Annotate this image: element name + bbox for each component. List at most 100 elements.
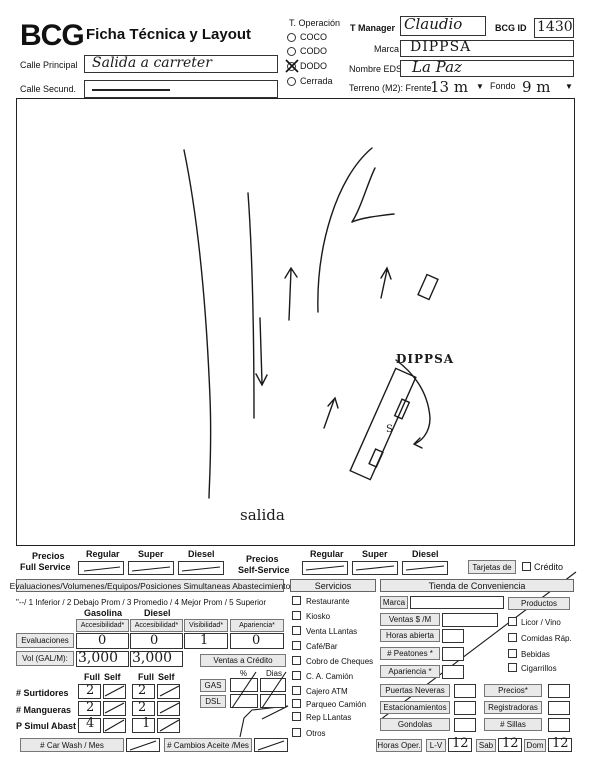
ventas-gas-pct-field[interactable] [230,678,258,692]
eval-apariencia-field[interactable] [230,633,284,649]
footer-strokes [129,740,285,751]
equipos-self-header-2: Self [158,672,175,682]
t-manager-field[interactable] [400,16,486,36]
eval-diesel-field[interactable] [130,633,183,649]
horas-abierta-field[interactable] [442,629,464,643]
radio-coco-label: COCO [300,32,327,42]
servicio-venta-llantas-checkbox[interactable] [292,626,301,635]
estacionamientos-label: Estacionamientos [380,701,450,714]
radio-codo[interactable] [287,47,296,56]
peatones-label: # Peatones * [380,647,440,660]
simul-gas-value: 4 [86,716,95,731]
licor-checkbox[interactable] [508,617,517,626]
peatones-field[interactable] [442,647,464,661]
bcg-id-field[interactable] [534,18,574,38]
ventas-dsl-dias-field[interactable] [260,694,286,708]
servicio-camion-label: C. A. Camión [306,672,354,681]
bebidas-checkbox[interactable] [508,649,517,658]
radio-coco[interactable] [287,33,296,42]
servicio-otros-checkbox[interactable] [292,728,301,737]
registradoras-field[interactable] [548,701,570,715]
cigarrillos-checkbox[interactable] [508,663,517,672]
layout-sketch-area[interactable] [16,98,575,546]
precios-tienda-field[interactable] [548,684,570,698]
surtidores-dsl-value: 2 [138,683,147,698]
sketch-salida-label: salida [240,506,285,524]
calle-secund-field[interactable] [84,80,278,98]
comidas-checkbox[interactable] [508,633,517,642]
full-super-field[interactable] [128,561,174,575]
station-canopy [349,367,417,481]
mangueras-gas-full[interactable] [78,701,101,716]
vol-diesel-field[interactable] [130,651,183,667]
marca-field[interactable] [400,40,574,57]
servicio-rep-llantas-label: Rep LLantas [306,713,352,722]
simul-dsl-full[interactable] [132,718,155,733]
page-title: Ficha Técnica y Layout [86,26,252,43]
sab-label: Sab [476,739,496,752]
simul-gas-full[interactable] [78,718,101,733]
servicio-parqueo-checkbox[interactable] [292,699,301,708]
calle-principal-field[interactable] [84,55,278,73]
servicio-kiosko-checkbox[interactable] [292,611,301,620]
radio-cerrada[interactable] [287,77,296,86]
dom-field[interactable] [548,738,572,752]
surtidores-gas-full[interactable] [78,684,101,699]
radio-dodo-label: DODO [300,61,327,71]
fondo-dropdown-icon[interactable]: ▼ [565,82,573,91]
mangueras-label: # Mangueras [16,705,72,715]
servicio-parqueo-label: Parqueo Camión [306,700,367,709]
frente-dropdown-icon[interactable]: ▼ [476,82,484,91]
terreno-frente-value[interactable]: 13 m [430,78,469,96]
servicio-cafe-checkbox[interactable] [292,641,301,650]
equipos-full-header-1: Full [84,672,100,682]
sab-field[interactable] [498,738,522,752]
ventas-mes-field[interactable] [442,613,498,627]
calle-secund-label: Calle Secund. [20,84,77,94]
servicio-cheques-checkbox[interactable] [292,656,301,665]
servicio-atm-checkbox[interactable] [292,686,301,695]
precios-self-label-1: Precios [246,554,279,564]
gondolas-field[interactable] [454,718,476,732]
estacionamientos-field[interactable] [454,701,476,715]
eval-diesel-value: 0 [150,633,159,648]
nombre-eds-field[interactable] [400,60,574,77]
sillas-label: # Sillas [484,718,542,731]
servicio-otros-label: Otros [306,729,326,738]
vol-gasolina-field[interactable] [76,651,129,667]
t-manager-value: Claudio [404,15,463,33]
tienda-marca-field[interactable] [410,596,504,609]
servicio-restaurante-checkbox[interactable] [292,596,301,605]
ventas-strokes [231,671,287,709]
full-regular-field[interactable] [78,561,124,575]
road-right-curve [317,147,373,313]
puertas-neveras-field[interactable] [454,684,476,698]
ventas-dsl-pct-field[interactable] [230,694,258,708]
servicio-cafe-label: Café/Bar [306,642,338,651]
servicio-camion-checkbox[interactable] [292,671,301,680]
full-diesel-field[interactable] [178,561,224,575]
calle-principal-label: Calle Principal [20,60,78,70]
lv-label: L-V [426,739,446,752]
tienda-marca-label: Marca [380,596,408,609]
eval-gasolina-field[interactable] [76,633,129,649]
dodo-x-mark-icon [285,59,299,73]
building-small [417,273,439,301]
calle-principal-value: Salida a carreter [92,55,212,71]
accesibilidad-gas-header: Accesibilidad* [76,619,129,632]
eval-visibilidad-field[interactable] [184,633,228,649]
sillas-field[interactable] [548,718,570,732]
surtidores-dsl-full[interactable] [132,684,155,699]
precios-tienda-label: Precios* [484,684,542,697]
mangueras-dsl-full[interactable] [132,701,155,716]
servicios-header: Servicios [290,579,376,592]
arrow-up-right [380,266,392,299]
vol-row-label: Vol (GAL/M): [16,651,74,666]
servicio-rep-llantas-checkbox[interactable] [292,712,301,721]
ventas-gas-label: GAS [200,679,226,692]
apariencia-tienda-field[interactable] [442,665,464,679]
fondo-value[interactable]: 9 m [522,78,551,96]
lv-field[interactable] [448,738,472,752]
sab-value: 12 [502,736,519,751]
credito-checkbox[interactable] [522,562,531,571]
